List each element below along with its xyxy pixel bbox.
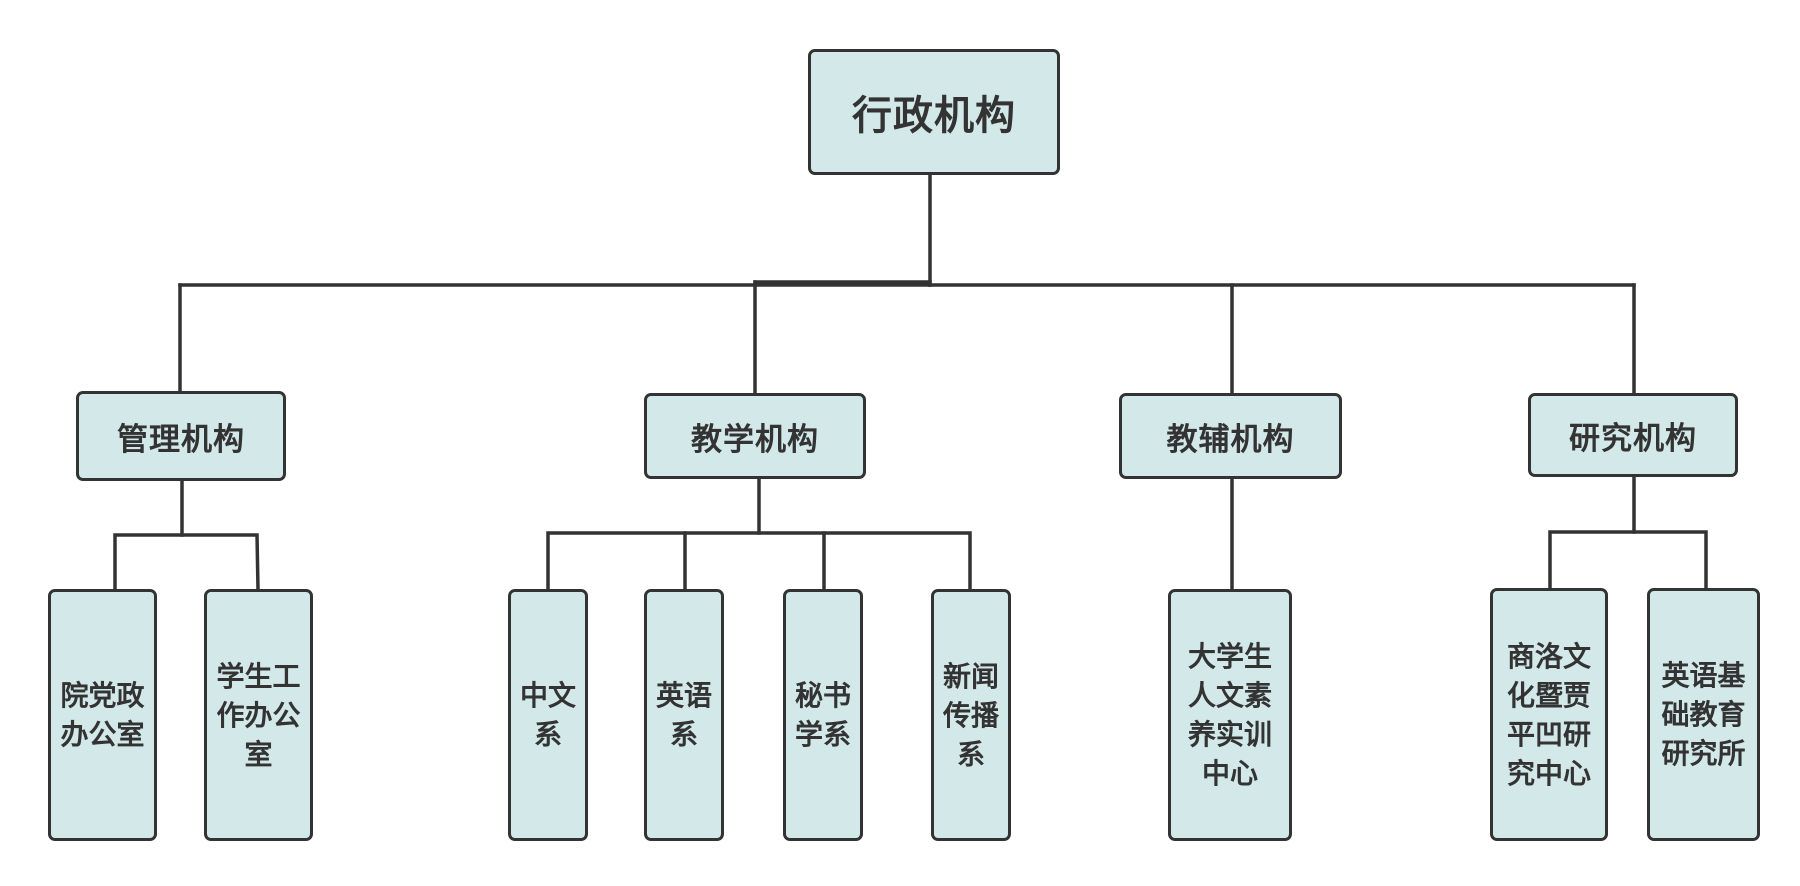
node-root-label: 行政机构 (852, 93, 1016, 139)
node-research-label: 研究机构 (1569, 420, 1697, 457)
node-journalism-dept: 新闻传播系 (931, 589, 1011, 841)
node-journalism-dept-label: 新闻传播系 (942, 659, 999, 771)
node-research: 研究机构 (1528, 393, 1738, 477)
connector-teaching-bus (546, 531, 972, 591)
node-english-dept: 英语系 (644, 589, 724, 841)
node-support: 教辅机构 (1119, 393, 1342, 479)
connector-management-bus (113, 533, 260, 591)
node-secretarial-dept: 秘书学系 (783, 589, 863, 841)
node-english-dept-label: 英语系 (655, 679, 712, 751)
node-party-office: 院党政办公室 (48, 589, 157, 841)
node-humanities-center-label: 大学生人文素养实训中心 (1187, 640, 1272, 790)
node-shangluo-culture-center-label: 商洛文化暨贾平凹研究中心 (1506, 639, 1591, 790)
node-root: 行政机构 (808, 49, 1060, 175)
connector-research-bus (1548, 530, 1708, 590)
node-chinese-dept: 中文系 (508, 589, 588, 841)
node-chinese-dept-label: 中文系 (519, 679, 576, 751)
node-english-education-institute: 英语基础教育研究所 (1647, 588, 1760, 841)
node-secretarial-dept-label: 秘书学系 (794, 679, 851, 751)
node-student-affairs-office-label: 学生工作办公室 (216, 659, 301, 771)
node-management: 管理机构 (76, 391, 286, 481)
node-management-label: 管理机构 (117, 421, 245, 458)
node-english-education-institute-label: 英语基础教育研究所 (1661, 659, 1746, 770)
node-teaching-label: 教学机构 (691, 421, 819, 458)
node-support-label: 教辅机构 (1166, 421, 1295, 458)
node-shangluo-culture-center: 商洛文化暨贾平凹研究中心 (1490, 588, 1608, 841)
node-student-affairs-office: 学生工作办公室 (204, 589, 313, 841)
node-teaching: 教学机构 (644, 393, 866, 479)
node-humanities-center: 大学生人文素养实训中心 (1168, 589, 1292, 841)
node-party-office-label: 院党政办公室 (60, 679, 145, 751)
